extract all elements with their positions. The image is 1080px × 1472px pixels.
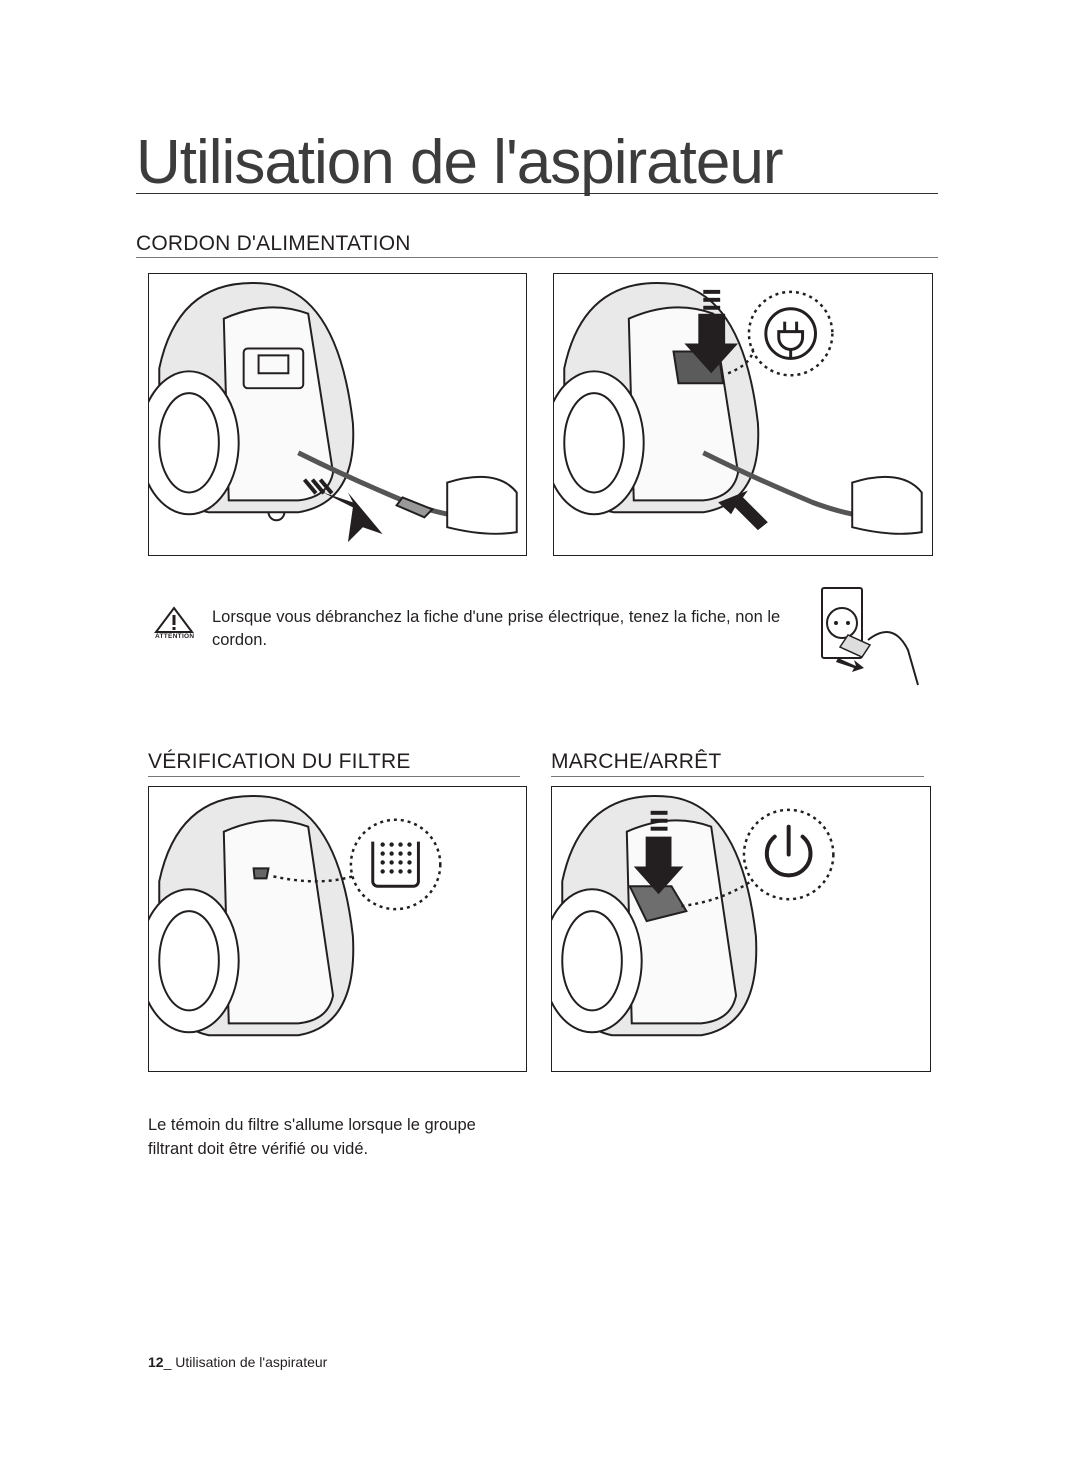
- heading-power-cord: CORDON D'ALIMENTATION: [136, 232, 411, 255]
- section-divider: [551, 776, 924, 777]
- unplug-illustration: [808, 580, 926, 690]
- footer-label: Utilisation de l'aspirateur: [175, 1354, 328, 1370]
- caution-text: Lorsque vous débranchez la fiche d'une p…: [212, 608, 781, 649]
- filter-note: Le témoin du filtre s'allume lorsque le …: [148, 1116, 476, 1158]
- figure-filter-indicator: [148, 786, 527, 1072]
- vacuum-filter-indicator-illustration: [149, 795, 442, 1037]
- vacuum-cord-rewind-illustration: [554, 282, 923, 535]
- page-number: 12: [148, 1354, 164, 1370]
- footer-separator: _: [163, 1354, 172, 1370]
- section-divider: [148, 776, 520, 777]
- plug-icon: [764, 307, 817, 360]
- heading-on-off: MARCHE/ARRÊT: [551, 750, 722, 773]
- page-title: Utilisation de l'aspirateur: [136, 128, 783, 197]
- vacuum-power-button-illustration: [552, 795, 835, 1037]
- caution-label: ATTENTION: [155, 633, 195, 640]
- section-divider: [136, 257, 938, 258]
- power-icon: [764, 824, 813, 878]
- heading-filter-check: VÉRIFICATION DU FILTRE: [148, 750, 411, 773]
- page-footer: 12_ Utilisation de l'aspirateur: [148, 1354, 327, 1370]
- figure-cord-rewind: [553, 273, 933, 556]
- figure-cord-pull-out: [148, 273, 527, 556]
- filter-icon: [371, 841, 420, 888]
- title-divider: [136, 193, 938, 194]
- caution-icon: [154, 606, 194, 642]
- figure-power-button: [551, 786, 931, 1072]
- vacuum-cord-pull-illustration: [149, 282, 518, 543]
